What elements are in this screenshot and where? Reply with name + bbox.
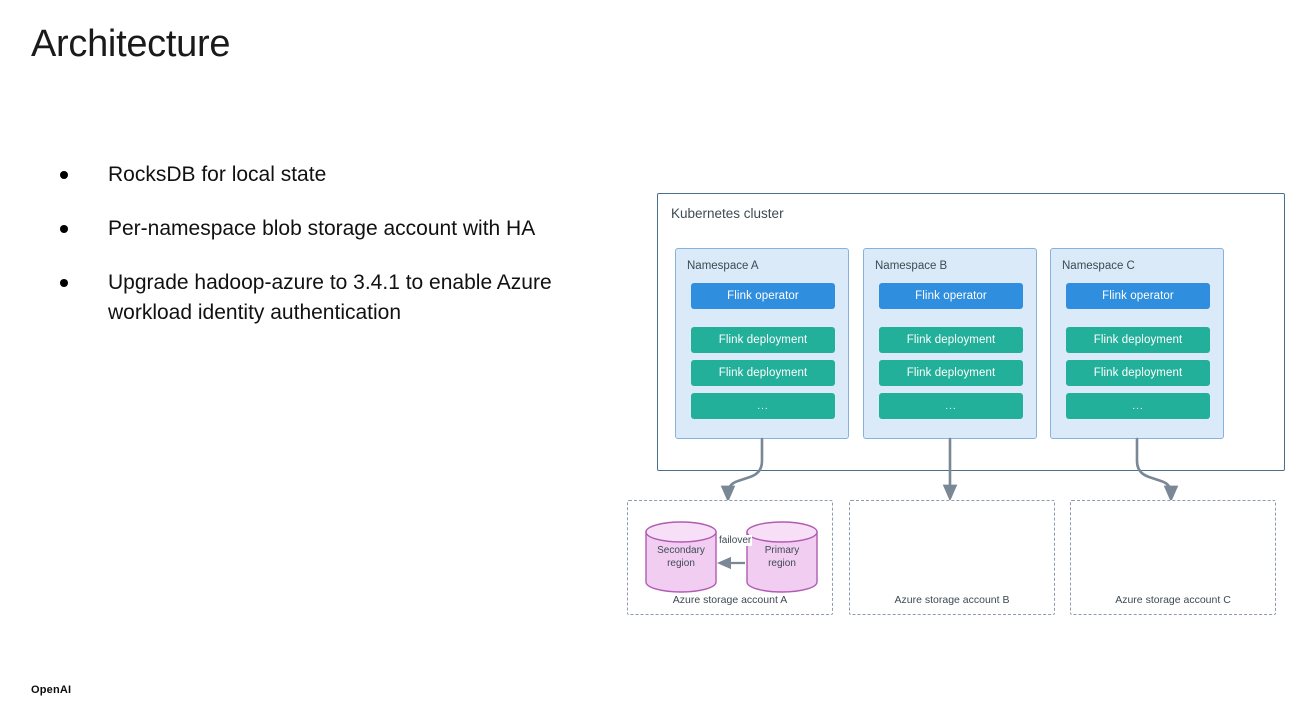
namespace-c-flink-deployment-1: Flink deployment: [1066, 327, 1210, 353]
namespace-c-more: ...: [1066, 393, 1210, 419]
list-item: Per-namespace blob storage account with …: [56, 214, 616, 244]
namespace-a-flink-deployment-1: Flink deployment: [691, 327, 835, 353]
list-item: RocksDB for local state: [56, 160, 616, 190]
primary-region-cylinder-icon: Primary region: [745, 521, 819, 593]
namespace-c-box: Namespace C Flink operator Flink deploym…: [1050, 248, 1224, 439]
azure-storage-account-c-caption: Azure storage account C: [1115, 594, 1231, 606]
namespace-a-more: ...: [691, 393, 835, 419]
azure-storage-account-b-box: Azure storage account B: [849, 500, 1055, 615]
architecture-diagram: Kubernetes cluster Namespace A Flink ope…: [614, 185, 1290, 625]
azure-storage-account-b-caption: Azure storage account B: [894, 594, 1010, 606]
namespace-b-flink-operator: Flink operator: [879, 283, 1023, 309]
bullet-list: RocksDB for local state Per-namespace bl…: [56, 160, 616, 352]
azure-storage-account-c-box: Azure storage account C: [1070, 500, 1276, 615]
secondary-region-label: Secondary region: [657, 545, 705, 569]
page-title: Architecture: [31, 23, 231, 65]
kubernetes-cluster-label: Kubernetes cluster: [671, 206, 784, 221]
list-item: Upgrade hadoop-azure to 3.4.1 to enable …: [56, 268, 616, 328]
primary-region-label: Primary region: [764, 545, 800, 569]
namespace-c-title: Namespace C: [1062, 260, 1135, 272]
bullet-dot-icon: [60, 225, 68, 233]
azure-storage-account-a-box: Secondary region Primary region failover: [627, 500, 833, 615]
namespace-c-flink-operator: Flink operator: [1066, 283, 1210, 309]
bullet-text: Per-namespace blob storage account with …: [108, 217, 536, 240]
failover-label: failover: [718, 535, 753, 546]
secondary-region-cylinder-icon: Secondary region: [644, 521, 718, 593]
namespace-a-box: Namespace A Flink operator Flink deploym…: [675, 248, 849, 439]
bullet-dot-icon: [60, 279, 68, 287]
openai-logo: OpenAI: [31, 684, 72, 696]
namespace-b-title: Namespace B: [875, 260, 948, 272]
namespace-b-flink-deployment-1: Flink deployment: [879, 327, 1023, 353]
azure-storage-account-a-caption: Azure storage account A: [672, 594, 788, 606]
namespace-a-flink-operator: Flink operator: [691, 283, 835, 309]
bullet-dot-icon: [60, 171, 68, 179]
namespace-a-title: Namespace A: [687, 260, 759, 272]
namespace-b-box: Namespace B Flink operator Flink deploym…: [863, 248, 1037, 439]
namespace-a-flink-deployment-2: Flink deployment: [691, 360, 835, 386]
namespace-b-flink-deployment-2: Flink deployment: [879, 360, 1023, 386]
failover-arrow-icon: [716, 556, 745, 570]
namespace-b-more: ...: [879, 393, 1023, 419]
bullet-text: Upgrade hadoop-azure to 3.4.1 to enable …: [108, 271, 552, 324]
namespace-c-flink-deployment-2: Flink deployment: [1066, 360, 1210, 386]
bullet-text: RocksDB for local state: [108, 163, 327, 186]
